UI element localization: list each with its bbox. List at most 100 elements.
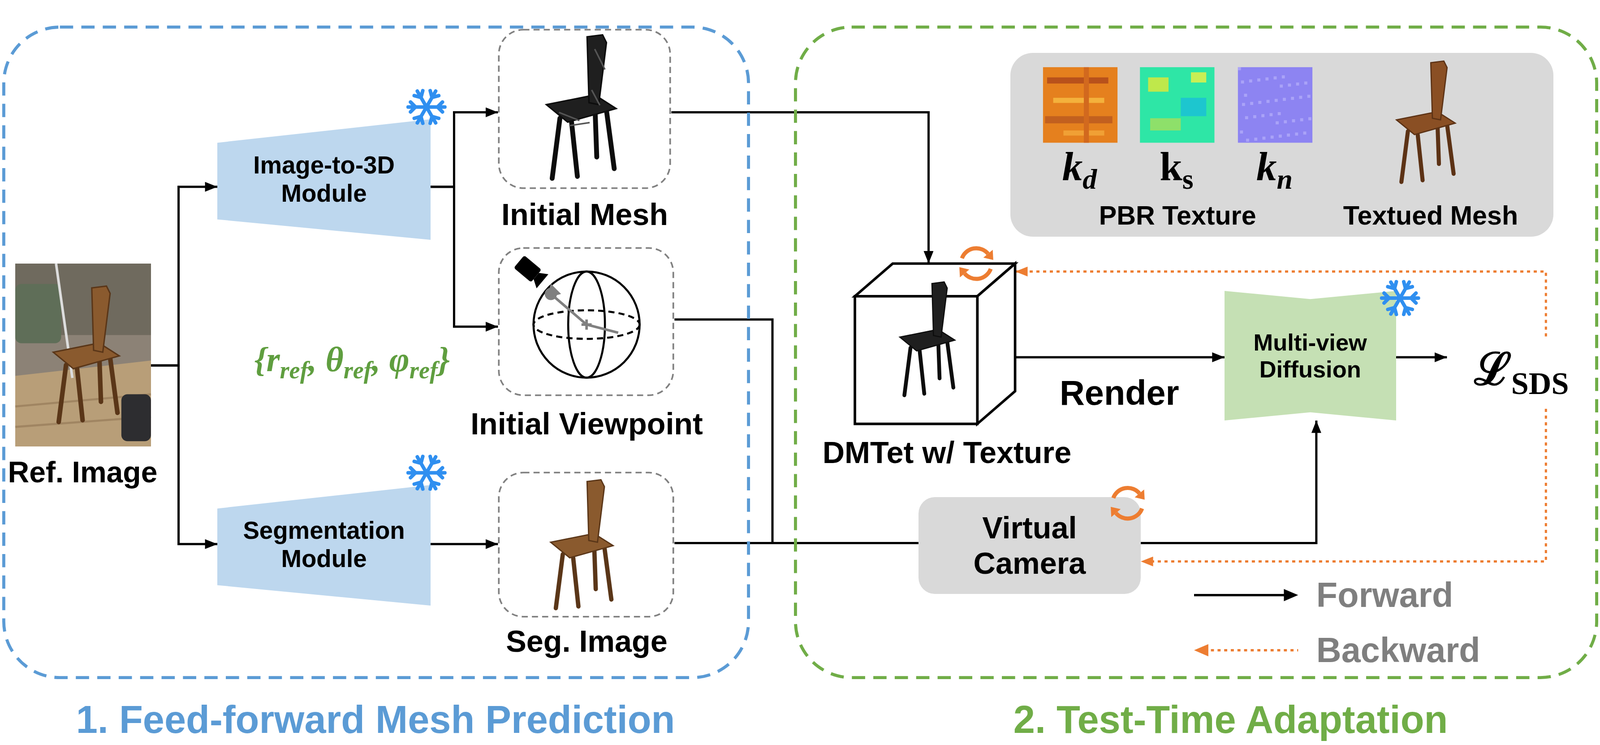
math-label: ℒSDS (1474, 343, 1570, 402)
node-label: PBR Texture (1099, 199, 1257, 231)
forward-arrow (430, 186, 498, 327)
math-symbol: θ (325, 340, 344, 380)
swatch-detail (1287, 83, 1291, 87)
math-label: kd (1062, 143, 1097, 196)
trapezoid-shape (217, 119, 431, 240)
math-subscript: ref (280, 357, 309, 384)
swatch-detail (1190, 72, 1207, 83)
snowflake-stroke (408, 90, 445, 124)
swatch-detail (1291, 119, 1295, 123)
edge-label-holder: Render (1059, 372, 1180, 413)
camera-lens (530, 268, 549, 289)
swatch-detail (1277, 112, 1281, 116)
refresh-head (983, 249, 994, 260)
text-holder: Virtual Camera (937, 510, 1122, 581)
swatch-detail (1304, 81, 1308, 85)
chair-back (931, 281, 948, 337)
swatch-detail (1253, 115, 1257, 119)
math-symbol: , (371, 340, 390, 380)
sphere-outline (533, 271, 640, 378)
photo-armchair (15, 283, 61, 343)
text-holder: PBR Texture (1099, 199, 1257, 231)
art-group (3, 26, 749, 678)
forward-arrow (671, 112, 929, 264)
module-block: Segmentation Module (217, 484, 431, 606)
swatch-base (1043, 67, 1118, 143)
swatch-detail (1262, 136, 1266, 140)
viewpoint-dot (544, 287, 557, 300)
node-label: Seg. Image (505, 623, 668, 659)
swatch-detail (1250, 102, 1254, 106)
normal-map (1237, 67, 1313, 143)
sphere-equator (533, 310, 640, 339)
swatch-detail (1246, 138, 1250, 143)
text-holder: kn (1256, 143, 1293, 196)
dashed-frame (499, 472, 674, 617)
snowflake-icon (408, 456, 445, 489)
swatch-detail (1295, 82, 1299, 86)
sphere-arrow (547, 283, 562, 298)
snowflake-icon (408, 90, 445, 124)
swatch-detail (1257, 78, 1261, 82)
text-holder: Multi-view Diffusion (1233, 328, 1387, 383)
forward-arrow (1015, 356, 1225, 359)
chair-seat (550, 533, 613, 558)
label-holder: {rref, θref, φref} (254, 340, 450, 385)
chair-seat (900, 328, 956, 351)
swatch-detail (1270, 135, 1274, 139)
text-holder: ks (1159, 143, 1194, 196)
legend-sample (1194, 629, 1307, 671)
text-holder: Ref. Image (7, 455, 158, 490)
edge-label: Render (1059, 372, 1180, 413)
art-group (795, 26, 1597, 678)
math-subscript: SDS (1511, 365, 1570, 401)
node-label: Image-to-3D Module (232, 151, 416, 208)
text-holder: kd (1062, 143, 1097, 196)
art-group (499, 29, 671, 188)
chair-back (587, 34, 607, 105)
swatch-detail (1258, 100, 1262, 104)
output-panel: Seg. Image (497, 471, 675, 618)
text-holder: DMTet w/ Texture (822, 434, 1072, 471)
math-symbol: k (1256, 143, 1277, 190)
node-label: Textued Mesh (1343, 199, 1519, 231)
cube-top (854, 263, 1016, 297)
camera-block: Virtual Camera (918, 496, 1141, 594)
refresh-arc (1115, 508, 1142, 518)
art-group (1010, 52, 1554, 237)
swatch-detail (1266, 99, 1270, 104)
swatch-detail (1249, 79, 1253, 83)
refresh-icon (1110, 487, 1145, 519)
legend-sample-group (1194, 588, 1299, 601)
photo-mop (56, 263, 73, 378)
photo-wall (15, 263, 151, 335)
legend-row: Forward (1194, 574, 1521, 616)
swatch-detail (1278, 134, 1282, 139)
loss-term: ℒSDS (1446, 336, 1596, 409)
dashed-frame (499, 29, 671, 188)
art-group (217, 90, 445, 241)
region-outline (3, 26, 749, 678)
swatch-detail (1299, 118, 1303, 122)
art-group (854, 247, 1016, 424)
diffuse-map (1043, 67, 1118, 143)
swatch-detail (1265, 77, 1269, 81)
sphere-meridian (568, 271, 606, 378)
legend-text-holder: Forward (1316, 574, 1454, 615)
node-label: Virtual Camera (937, 510, 1122, 581)
swatch-detail (1242, 103, 1246, 107)
forward-arrow (1140, 420, 1317, 543)
chair-legs (904, 335, 954, 395)
photo-ground (15, 263, 151, 447)
chair-figure (53, 285, 120, 422)
math-subscript: n (1276, 163, 1293, 195)
swatch-detail (1044, 116, 1113, 124)
legend-head (1283, 588, 1299, 601)
bowtie-shape (1224, 290, 1397, 421)
module-block: Image-to-3D Module (217, 119, 431, 240)
math-symbol: φ (389, 340, 410, 380)
swatch-detail (1083, 67, 1089, 143)
photo-floor (15, 360, 151, 447)
art-group (217, 456, 445, 606)
swatch-base (1139, 67, 1215, 143)
